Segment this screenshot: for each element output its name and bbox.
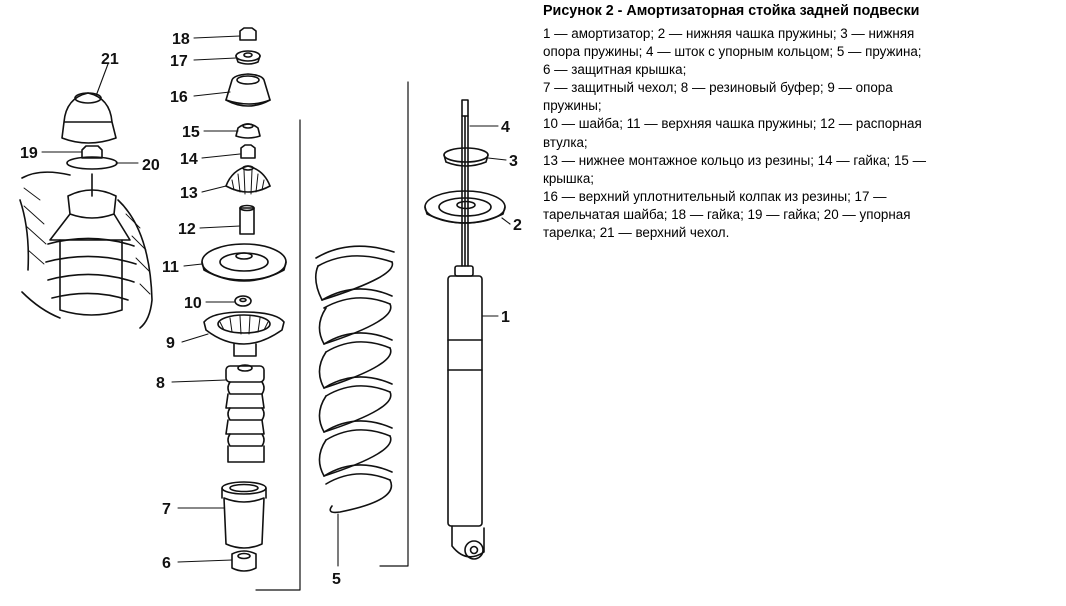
lower-mount-ring-13 <box>225 165 271 195</box>
installed-spring-coils <box>45 237 137 301</box>
upper-dust-cap-21 <box>61 92 117 144</box>
callout-13: 13 <box>180 185 198 202</box>
legend-line: втулка; <box>543 134 588 150</box>
callout-leader-lines <box>41 35 511 567</box>
shock-body <box>447 275 483 527</box>
figure-caption: Рисунок 2 - Амортизаторная стойка задней… <box>543 2 1013 242</box>
legend-line: опора пружины; 4 — шток с упорным кольцо… <box>543 44 922 60</box>
rubber-bump-stop-8 <box>225 364 265 463</box>
callout-8: 8 <box>156 375 165 392</box>
lower-spring-cup-2 <box>424 190 506 224</box>
callout-20: 20 <box>142 157 160 174</box>
bracket-spring <box>255 119 301 591</box>
installed-assembly-view <box>19 92 153 329</box>
washer-10 <box>234 295 252 307</box>
lower-eye-mount <box>451 525 485 558</box>
legend-line: тарельчатая шайба; 18 — гайка; 19 — гайк… <box>543 206 911 222</box>
nut-18 <box>239 27 257 41</box>
legend-line: тарелка; 21 — верхний чехол. <box>543 225 730 241</box>
callout-21: 21 <box>101 51 119 68</box>
callout-6: 6 <box>162 555 171 572</box>
callout-19: 19 <box>20 145 38 162</box>
assembly-bracket-lines <box>255 81 409 591</box>
legend-line: 13 — нижнее монтажное кольцо из резины; … <box>543 152 926 168</box>
rod-threaded-end <box>461 99 469 117</box>
callout-12: 12 <box>178 221 196 238</box>
cup-washer-17 <box>235 50 261 65</box>
body-panel-outline <box>19 171 153 329</box>
coil-spring-5 <box>314 245 395 514</box>
protective-boot-7 <box>221 481 267 549</box>
callout-3: 3 <box>509 153 518 170</box>
cover-15 <box>235 123 261 139</box>
installed-boot <box>49 189 131 241</box>
legend-line: 6 — защитная крышка; <box>543 62 687 78</box>
legend-line: 1 — амортизатор; 2 — нижняя чашка пружин… <box>543 26 915 41</box>
callout-1: 1 <box>501 309 510 326</box>
spacer-sleeve-12 <box>239 204 255 235</box>
callout-9: 9 <box>166 335 175 352</box>
callout-17: 17 <box>170 53 188 70</box>
callout-4: 4 <box>501 119 510 136</box>
legend-line: 16 — верхний уплотнительный колпак из ре… <box>543 188 887 204</box>
nut-14 <box>240 144 256 159</box>
callout-18: 18 <box>172 31 190 48</box>
lower-spring-support-3 <box>443 147 489 167</box>
nut-19 <box>81 145 103 159</box>
callout-2: 2 <box>513 217 522 234</box>
upper-dust-cap-21-top <box>74 92 102 104</box>
callout-numbers: 21 19 20 18 17 16 15 14 13 12 11 10 9 8 … <box>20 31 522 588</box>
callout-10: 10 <box>184 295 202 312</box>
callout-11: 11 <box>162 259 179 276</box>
upper-spring-seat-11 <box>201 243 287 282</box>
bracket-shock <box>379 81 409 567</box>
protective-cap-6 <box>231 550 257 572</box>
callout-15: 15 <box>182 124 200 141</box>
callout-14: 14 <box>180 151 198 168</box>
spring-support-9 <box>203 311 285 357</box>
shock-absorber-1 <box>424 99 506 560</box>
body-panel-hatch <box>23 187 151 295</box>
upper-seal-cap-16 <box>225 73 271 107</box>
installed-spring-guide <box>59 239 123 316</box>
caption-legend: 1 — амортизатор; 2 — нижняя чашка пружин… <box>543 25 1013 242</box>
exploded-parts-column <box>201 27 287 572</box>
callout-5: 5 <box>332 571 341 588</box>
legend-line: 7 — защитный чехол; 8 — резиновый буфер;… <box>543 80 893 96</box>
legend-line: крышка; <box>543 170 594 186</box>
callout-16: 16 <box>170 89 188 106</box>
suspension-strut-diagram: 21 19 20 18 17 16 15 14 13 12 11 10 9 8 … <box>19 27 522 591</box>
callout-7: 7 <box>162 501 171 518</box>
legend-line: пружины; <box>543 98 602 114</box>
legend-line: 10 — шайба; 11 — верхняя чашка пружины; … <box>543 116 922 132</box>
caption-title: Рисунок 2 - Амортизаторная стойка задней… <box>543 3 920 19</box>
